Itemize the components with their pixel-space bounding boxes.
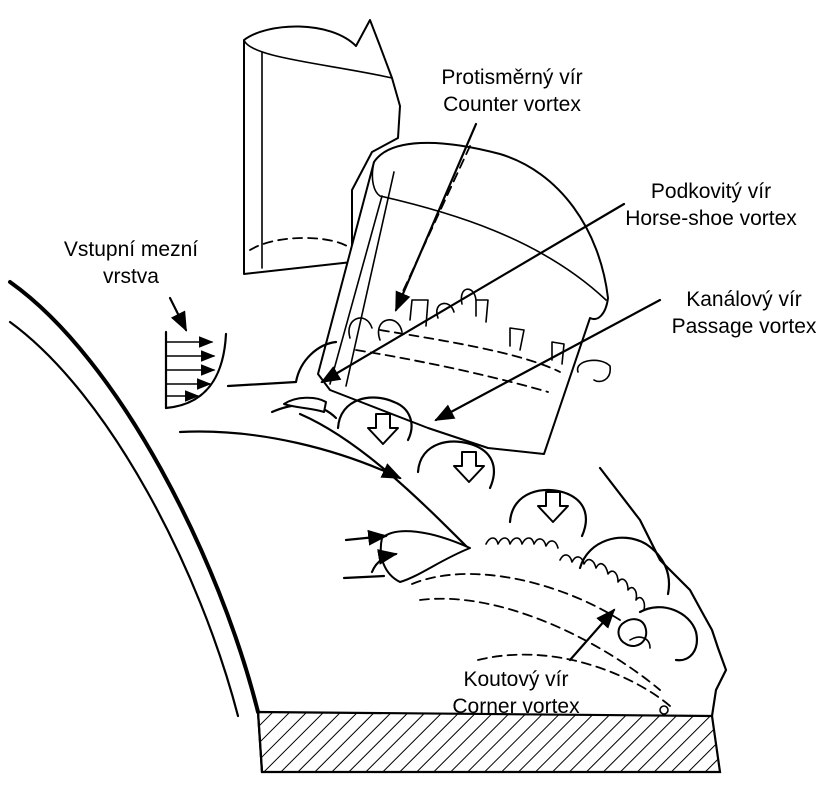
- corner-vortex-label-cz: Koutový vír: [430, 666, 602, 693]
- passage-vortex-label-en: Passage vortex: [656, 313, 832, 340]
- inlet-boundary-layer-profile: [166, 332, 226, 408]
- inlet-boundary-layer-label-line1: Vstupní mezní: [40, 236, 222, 263]
- counter-vortex-label-en: Counter vortex: [406, 91, 618, 118]
- endwall-section: [258, 712, 720, 772]
- inlet-boundary-layer-label-line2: vrstva: [40, 263, 222, 290]
- inlet-boundary-layer-leader: [170, 298, 186, 330]
- passage-vortex-label: Kanálový vír Passage vortex: [656, 286, 832, 340]
- passage-vortex-label-cz: Kanálový vír: [656, 286, 832, 313]
- horseshoe-vortex-label-cz: Podkovitý vír: [596, 178, 826, 205]
- counter-vortex-label-cz: Protisměrný vír: [406, 64, 618, 91]
- counter-vortex-label: Protisměrný vír Counter vortex: [406, 64, 618, 118]
- corner-vortex-label-en: Corner vortex: [430, 693, 602, 720]
- inlet-boundary-layer-label: Vstupní mezní vrstva: [40, 236, 222, 290]
- casing-wall: [10, 282, 258, 716]
- endwall-edge: [600, 468, 726, 716]
- corner-vortex-label: Koutový vír Corner vortex: [430, 666, 602, 720]
- horseshoe-vortex-label-en: Horse-shoe vortex: [596, 205, 826, 232]
- horseshoe-vortex-label: Podkovitý vír Horse-shoe vortex: [596, 178, 826, 232]
- horseshoe-vortex: [228, 342, 336, 418]
